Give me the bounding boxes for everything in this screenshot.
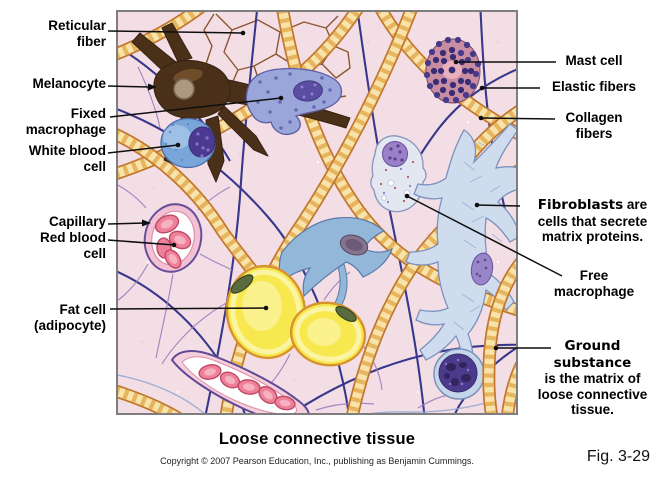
label-fat-cell: Fat cell (adipocyte): [33, 302, 106, 333]
free-macrophage-cell: [370, 135, 427, 213]
capillary-cross-section: [143, 203, 203, 273]
label-ground-substance: Ground substance is the matrix of loose …: [520, 338, 665, 418]
label-white-blood-cell: White blood cell: [28, 143, 106, 174]
label-reticular-fiber: Reticular fiber: [48, 18, 106, 49]
figure-number: Fig. 3-29: [586, 448, 650, 465]
label-elastic-fibers: Elastic fibers: [551, 79, 637, 94]
copyright-notice: Copyright © 2007 Pearson Education, Inc.…: [160, 456, 474, 466]
label-red-blood-cell: Red blood cell: [40, 230, 106, 261]
spindle-fibroblast-cell: [278, 216, 394, 309]
capillary-longitudinal: [170, 350, 310, 413]
white-blood-cell: [160, 117, 216, 169]
label-melanocyte: Melanocyte: [32, 76, 106, 91]
mast-cell: [423, 36, 482, 104]
fixed-macrophage-cell: [245, 67, 343, 136]
fat-cell-2: [289, 301, 367, 367]
label-mast-cell: Mast cell: [565, 53, 623, 68]
ground-substance-keyterm: Ground substance: [553, 338, 632, 371]
fibroblasts-keyterm: Fibroblasts: [537, 197, 624, 213]
fat-cell-1: [225, 264, 307, 360]
tissue-illustration: [116, 10, 518, 415]
label-capillary: Capillary: [48, 214, 106, 229]
fibroblasts-description: are cells that secrete matrix proteins.: [537, 197, 648, 244]
figure-caption: Loose connective tissue: [218, 430, 416, 448]
label-free-macrophage: Free macrophage: [553, 268, 635, 299]
red-blood-cells: [198, 364, 296, 411]
label-fixed-macrophage: Fixed macrophage: [25, 106, 106, 137]
label-collagen-fibers: Collagen fibers: [565, 110, 623, 141]
label-fibroblasts: Fibroblasts are cells that secrete matri…: [520, 197, 665, 245]
ground-substance-description: is the matrix of loose connective tissue…: [537, 371, 648, 417]
lymphocyte-cell: [433, 348, 485, 400]
fat-cells: [225, 264, 367, 367]
